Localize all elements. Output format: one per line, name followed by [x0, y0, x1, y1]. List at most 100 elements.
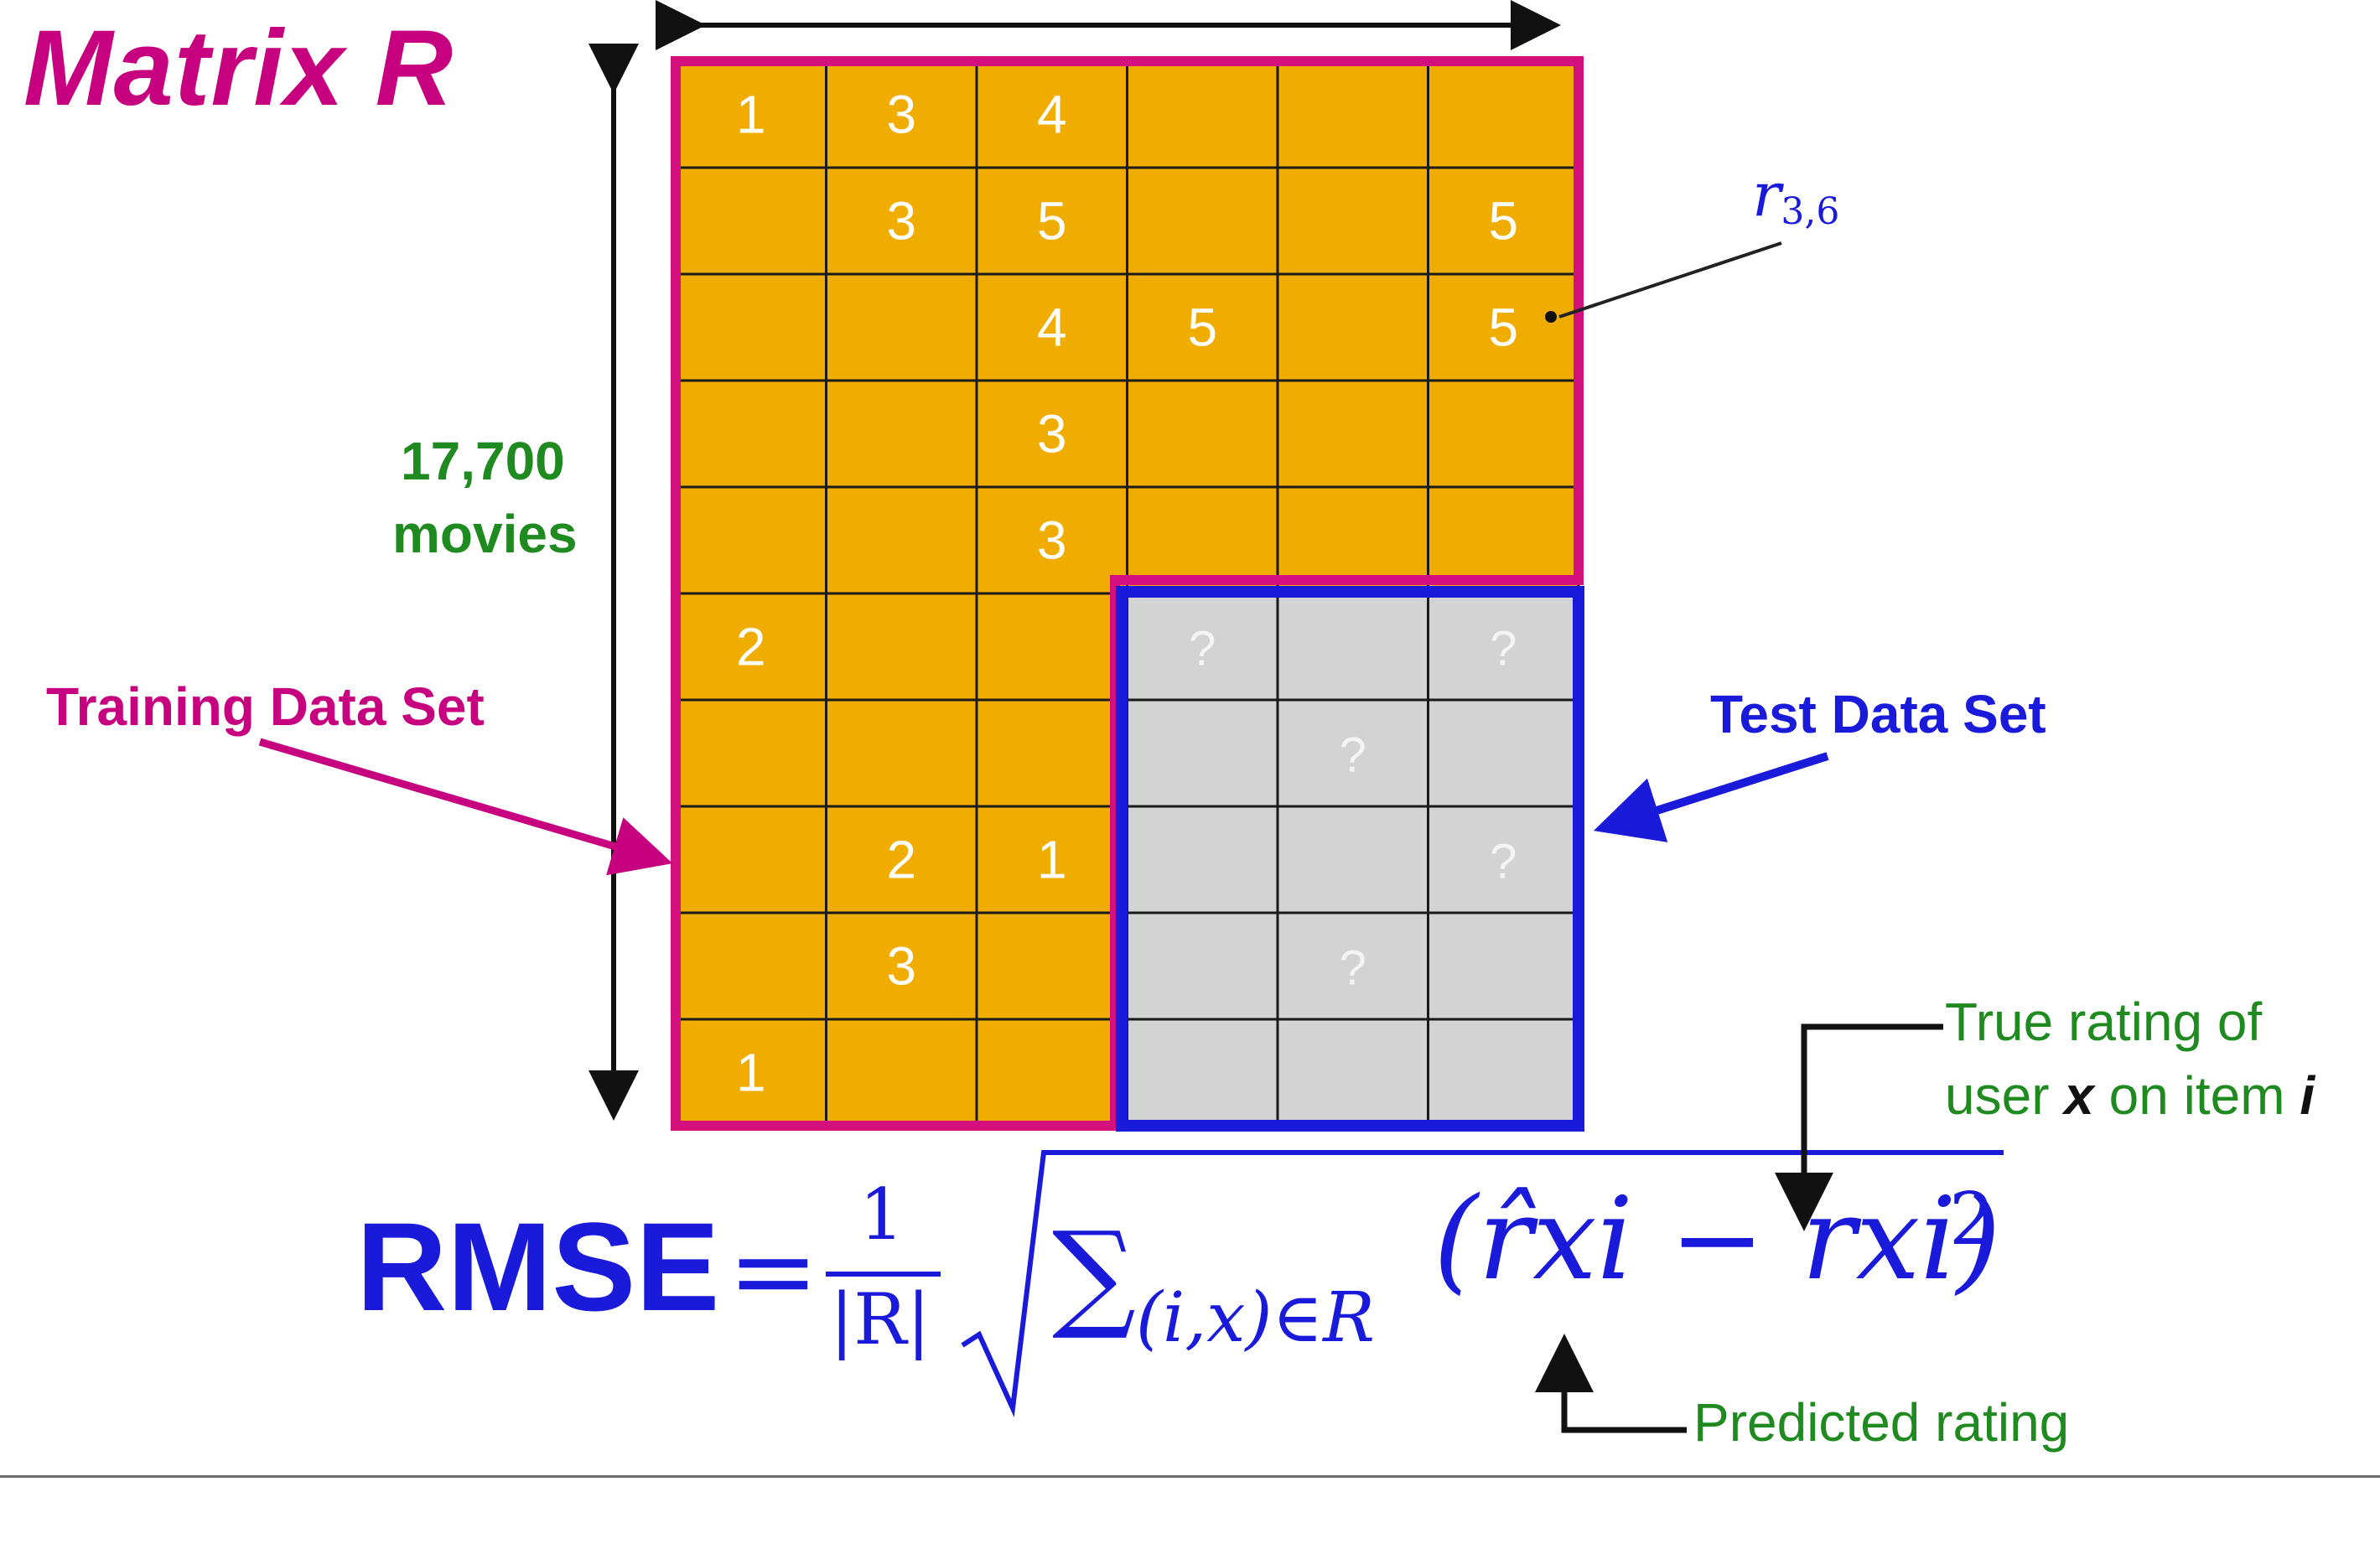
rating-value: 5 [1488, 298, 1518, 358]
training-cell [975, 698, 1128, 808]
training-cell [1126, 166, 1279, 276]
test-cell [1126, 698, 1279, 808]
formula-denominator: |R| [830, 1278, 931, 1360]
formula-body: (r̂xi − rxi) [1434, 1173, 2001, 1306]
true-rating-user-text: user [1945, 1065, 2065, 1126]
training-cell [1427, 379, 1580, 489]
training-cell [975, 272, 1128, 382]
r36-symbol: r [1752, 159, 1781, 230]
r36-pointer-line [1558, 241, 1782, 319]
test-cell [1427, 805, 1580, 914]
unknown-rating-mark: ? [1340, 728, 1366, 783]
training-cell [825, 805, 978, 914]
test-region-border [1116, 586, 1584, 1132]
true-rating-x-var: x [2064, 1065, 2094, 1126]
unknown-rating-mark: ? [1189, 622, 1216, 676]
training-cell [674, 485, 827, 595]
unknown-rating-mark: ? [1490, 835, 1517, 889]
formula-sum-symbol: ∑ [1052, 1207, 1136, 1344]
rating-value: 3 [886, 191, 916, 251]
rating-value: 3 [1037, 404, 1067, 464]
training-cell [1276, 60, 1429, 169]
movies-count-label: 17,700 [401, 431, 565, 491]
training-cell [825, 379, 978, 489]
rating-value: 4 [1037, 298, 1067, 358]
training-cell [674, 272, 827, 382]
training-cell [825, 485, 978, 595]
training-cell [674, 379, 827, 489]
slide: Matrix R 17,700 movies Training Data Set… [23, 0, 2315, 1453]
rating-value: 3 [886, 936, 916, 997]
training-arrow [258, 738, 673, 876]
true-rating-line2: user x on item i [1945, 1059, 2315, 1132]
training-cell [1276, 272, 1429, 382]
training-cell [825, 272, 978, 382]
test-cell [1276, 911, 1429, 1021]
training-cell [1427, 60, 1580, 169]
training-cell [975, 805, 1128, 914]
slide-title: Matrix R [23, 8, 454, 128]
true-rating-line1: True rating of [1945, 992, 2263, 1052]
training-region-border [671, 56, 1584, 1131]
r36-subscript: 3,6 [1781, 190, 1840, 233]
formula-numerator: 1 [859, 1173, 905, 1256]
bottom-rule [0, 1475, 2380, 1478]
predicted-rating-connector [1535, 1334, 1687, 1433]
test-cell [1276, 592, 1429, 702]
training-cell [674, 1018, 827, 1127]
training-cell [975, 1018, 1128, 1127]
training-cell [1276, 166, 1429, 276]
training-cell [674, 166, 827, 276]
true-rating-connector [1775, 1023, 1943, 1231]
formula-rmse: RMSE [356, 1196, 720, 1337]
test-arrow [1593, 752, 1829, 842]
test-cell [1427, 1018, 1580, 1127]
rating-value: 2 [886, 830, 916, 890]
formula-sum-subscript: (i,x)∈R [1136, 1278, 1375, 1358]
training-cell [825, 592, 978, 702]
r36-pointer-dot [1545, 311, 1557, 323]
true-rating-i-var: i [2300, 1065, 2315, 1126]
training-cell [1126, 272, 1279, 382]
training-cell [975, 592, 1128, 702]
rating-value: 3 [886, 85, 916, 145]
test-cell [1276, 805, 1429, 914]
true-rating-item-text: on item [2093, 1065, 2300, 1126]
true-rating-annotation: True rating of user x on item i [1945, 985, 2315, 1132]
training-cell [825, 698, 978, 808]
training-cell [674, 805, 827, 914]
rating-value: 5 [1037, 191, 1067, 251]
rating-value: 5 [1187, 298, 1217, 358]
rating-value: 1 [736, 85, 766, 145]
rating-value: 4 [1037, 85, 1067, 145]
unknown-rating-mark: ? [1490, 622, 1517, 676]
movies-word-label: movies [392, 504, 578, 564]
sqrt-radical [961, 1150, 2004, 1417]
training-cell [975, 911, 1128, 1021]
formula-exponent: 2 [1949, 1178, 1995, 1261]
predicted-rating-annotation: Predicted rating [1693, 1392, 2070, 1453]
training-cell [1126, 60, 1279, 169]
test-cell [1427, 911, 1580, 1021]
rating-value: 5 [1488, 191, 1518, 251]
test-cell [1126, 592, 1279, 702]
test-cell [1276, 1018, 1429, 1127]
test-cell [1126, 1018, 1279, 1127]
unknown-rating-mark: ? [1340, 941, 1366, 996]
test-cell [1126, 805, 1279, 914]
training-cell [1276, 379, 1429, 489]
r36-annotation: r3,6 [1752, 159, 1839, 233]
training-cell [1126, 379, 1279, 489]
training-cell [825, 1018, 978, 1127]
training-data-set-label: Training Data Set [46, 676, 485, 737]
rating-value: 1 [736, 1043, 766, 1103]
rating-value: 2 [736, 617, 766, 677]
rating-value: 1 [1037, 830, 1067, 890]
matrix-cells [674, 60, 1580, 1127]
test-cell [1276, 698, 1429, 808]
test-cell [1427, 698, 1580, 808]
training-cell [1427, 272, 1580, 382]
test-cell [1126, 911, 1279, 1021]
